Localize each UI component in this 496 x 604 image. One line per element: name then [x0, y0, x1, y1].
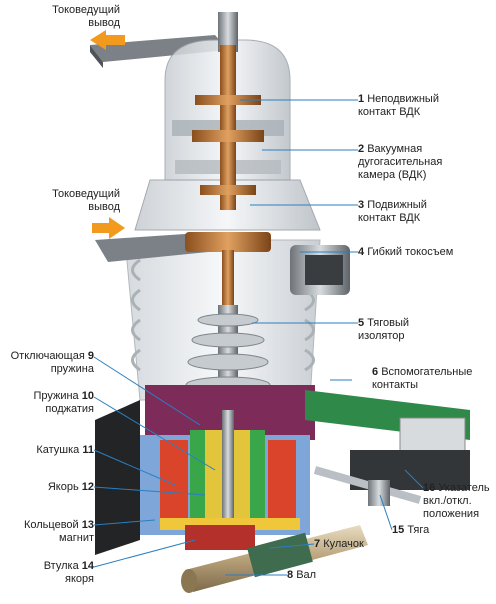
- actuator-housing: [95, 385, 315, 555]
- arrow-icon-middle: [92, 217, 125, 239]
- label-11: Катушка 11: [36, 444, 94, 456]
- output-top-line1: Токоведущий: [52, 4, 120, 16]
- label-7: 7 Кулачок: [314, 538, 364, 550]
- auxiliary-contacts-board: [305, 390, 470, 490]
- output-top-line2: вывод: [88, 17, 120, 29]
- output-label-top: Токоведущий вывод: [40, 4, 120, 30]
- output-mid-line1: Токоведущий: [52, 188, 120, 200]
- label-15: 15 Тяга: [392, 524, 430, 536]
- label-8: 8 Вал: [287, 569, 317, 581]
- copper-stem: [185, 12, 271, 305]
- output-label-middle: Токоведущий вывод: [40, 188, 120, 214]
- label-12: Якорь 12: [47, 481, 94, 493]
- output-mid-line2: вывод: [88, 201, 120, 213]
- top-terminal: [90, 35, 228, 68]
- pull-rod: [313, 466, 422, 506]
- leader-lines: [93, 99, 424, 576]
- arrow-icon-top: [90, 30, 125, 50]
- middle-terminal: [95, 232, 350, 295]
- label-4: 4 Гибкий токосъем: [358, 246, 454, 258]
